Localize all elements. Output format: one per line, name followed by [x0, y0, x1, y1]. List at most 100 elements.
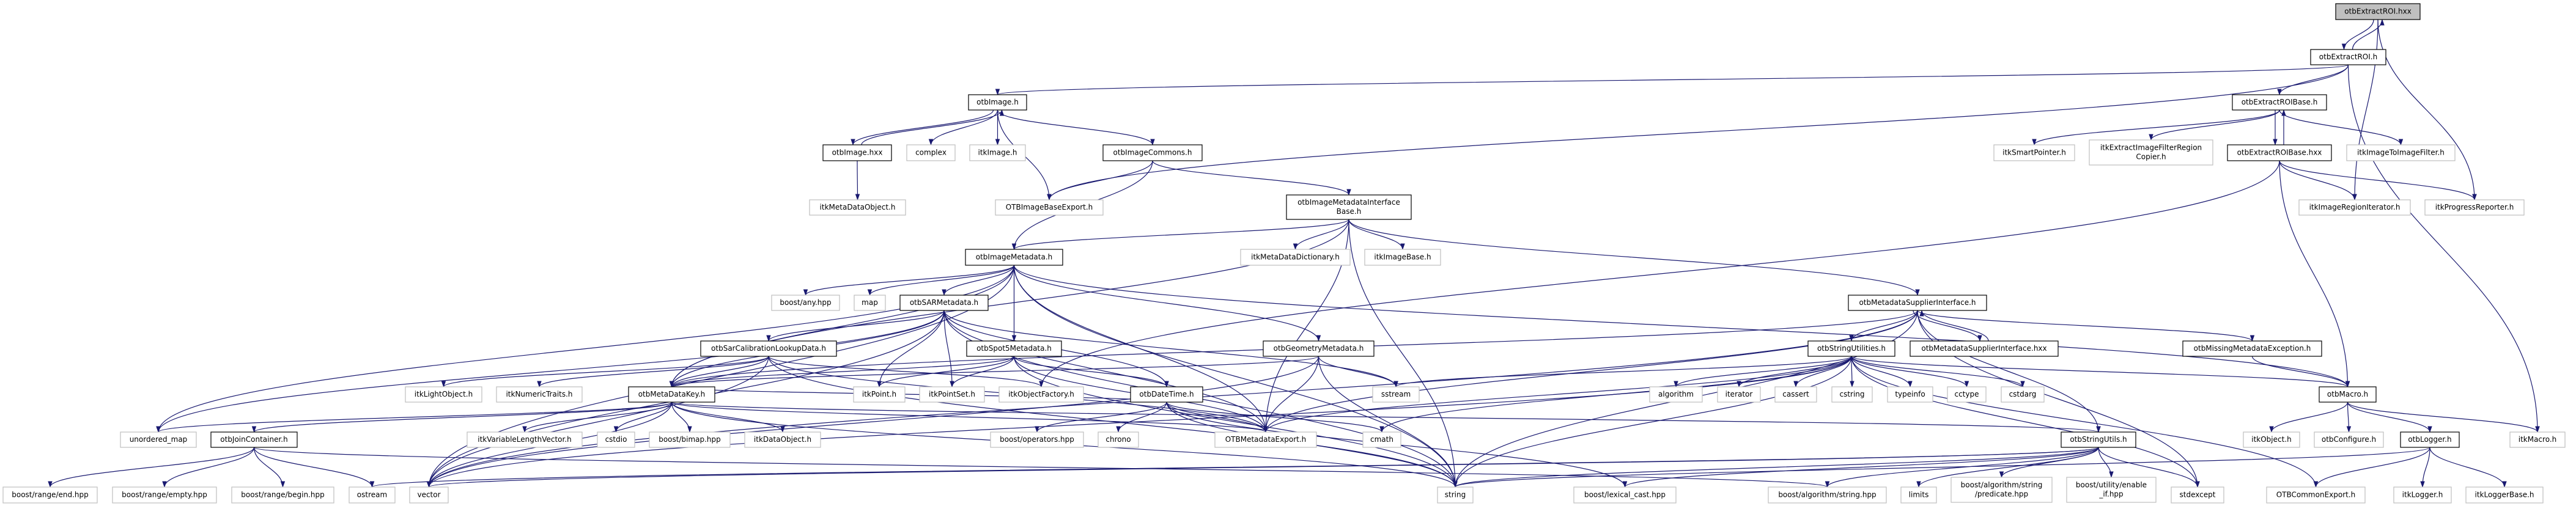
node-itkpoint: itkPoint.h — [853, 386, 906, 403]
node-label: itkExtractImageFilterRegion — [2100, 144, 2202, 152]
node-box — [1130, 386, 1203, 403]
node-box — [2310, 49, 2386, 65]
node-extractroibase_hxx[interactable]: otbExtractROIBase.hxx — [2227, 144, 2332, 161]
node-label: otbExtractROI.h — [2319, 53, 2377, 61]
node-spot5[interactable]: otbSpot5Metadata.h — [966, 340, 1062, 357]
edge-sarcalib-to-itknumerictraits — [537, 356, 769, 388]
node-extractroi_h[interactable]: otbExtractROI.h — [2310, 49, 2386, 65]
node-otbimage_h[interactable]: otbImage.h — [968, 94, 1027, 111]
node-label: _if.hpp — [2098, 490, 2123, 499]
edge-stringutilities-to-stdexcept — [1851, 356, 2200, 488]
node-box — [2335, 3, 2421, 20]
edge-otbmacro-to-itkmacro — [2347, 402, 2540, 433]
node-metadatakey[interactable]: otbMetaDataKey.h — [628, 386, 715, 403]
edge-spot5-to-datetime — [1013, 356, 1169, 388]
edge-stringutils-to-stdexcept — [2098, 447, 2200, 488]
edge-stringutilities-to-algorithm — [1674, 356, 1852, 388]
node-imagemetadata[interactable]: otbImageMetadata.h — [965, 249, 1063, 266]
edge-msi_hxx-to-msi_h — [1919, 309, 1989, 342]
edge-imibase-to-string — [1348, 219, 1458, 488]
node-box — [1910, 340, 2059, 357]
node-sstream: sstream — [1372, 386, 1420, 403]
node-joincontainer[interactable]: otbJoinContainer.h — [210, 431, 298, 448]
node-geometry[interactable]: otbGeometryMetadata.h — [1263, 340, 1375, 357]
node-msi_h[interactable]: otbMetadataSupplierInterface.h — [1848, 295, 1987, 311]
node-box — [969, 144, 1026, 161]
node-limits: limits — [1900, 486, 1937, 504]
edge-stringutilities-to-cstdarg — [1851, 356, 2025, 388]
edge-extractroi_hxx-to-extractroi_h — [2341, 19, 2374, 51]
edge-msi_h-to-otbmetadataexport — [1263, 310, 1918, 433]
node-label: boost/operators.hpp — [1000, 435, 1074, 444]
edge-extractroibase_h-to-itksmartpointer — [2032, 109, 2280, 146]
node-missingexc[interactable]: otbMissingMetadataException.h — [2182, 340, 2322, 357]
node-box — [2227, 144, 2332, 161]
node-otblogger[interactable]: otbLogger.h — [2400, 431, 2460, 448]
node-iterator: iterator — [1717, 386, 1761, 403]
node-box — [1364, 249, 1441, 266]
edge-otblogger-to-itkloggerbase — [2429, 447, 2507, 488]
edge-sarmetadata-to-unordered_map — [156, 310, 945, 433]
node-box — [1993, 144, 2075, 161]
edge-stringutilities-to-otbmacro — [1851, 356, 2350, 388]
node-msi_hxx[interactable]: otbMetadataSupplierInterface.hxx — [1910, 340, 2059, 357]
edge-sarcalib-to-metadatakey — [669, 356, 769, 388]
edge-extractroi_h-to-itkmacro — [2347, 64, 2540, 433]
node-box — [1768, 486, 1887, 504]
node-box — [1774, 386, 1817, 403]
node-box — [998, 386, 1084, 403]
node-label: cctype — [1954, 390, 1979, 398]
edge-imagecommons-to-imibase — [1152, 160, 1351, 196]
node-sarcalib[interactable]: otbSarCalibrationLookupData.h — [700, 340, 837, 357]
node-extractroi_hxx[interactable]: otbExtractROI.hxx — [2335, 3, 2421, 20]
edge-otbimage_hxx-to-itkmetadataobject — [855, 160, 860, 201]
node-box — [2393, 486, 2452, 504]
edge-extractroibase_hxx-to-itkimageregioniterator — [2279, 160, 2357, 201]
node-box — [1263, 340, 1375, 357]
edge-extractroi_h-to-extractroi_hxx — [2352, 18, 2385, 50]
node-label: cmath — [1370, 435, 1393, 444]
node-lexicalcast: boost/lexical_cast.hpp — [1573, 486, 1677, 504]
node-algorithm: algorithm — [1649, 386, 1703, 403]
node-label: itkProgressReporter.h — [2435, 203, 2514, 211]
node-label: itkLoggerBase.h — [2475, 491, 2534, 499]
edge-stringutilities-to-cctype — [1851, 356, 1969, 388]
node-label: boost/range/begin.hpp — [241, 491, 324, 499]
node-label: otbMetadataSupplierInterface.hxx — [1921, 344, 2046, 353]
node-label: otbLogger.h — [2408, 435, 2451, 444]
node-stringutils[interactable]: otbStringUtils.h — [2061, 431, 2136, 448]
edge-msi_h-to-stringutilities — [1849, 310, 1918, 342]
node-box — [628, 386, 715, 403]
node-box — [853, 386, 906, 403]
edge-sarmetadata-to-sarcalib — [766, 310, 945, 342]
node-otbmacro[interactable]: otbMacro.h — [2319, 386, 2377, 403]
node-label: boost/any.hpp — [780, 298, 831, 307]
node-itkmetadatadictionary: itkMetaDataDictionary.h — [1240, 249, 1351, 266]
edge-imagemetadata-to-string — [1013, 265, 1458, 488]
node-extractroibase_h[interactable]: otbExtractROIBase.h — [2232, 94, 2327, 111]
node-datetime[interactable]: otbDateTime.h — [1130, 386, 1203, 403]
node-predicate: boost/algorithm/string/predicate.hpp — [1950, 477, 2053, 503]
node-sarmetadata[interactable]: otbSARMetadata.h — [899, 295, 989, 311]
node-label: otbExtractROI.hxx — [2344, 7, 2412, 16]
node-label: itkMacro.h — [2519, 435, 2557, 444]
node-box — [1831, 386, 1873, 403]
edge-metadatakey-to-stringutils — [671, 402, 2100, 433]
edge-extractroi_h-to-otbimagebaseexport — [1047, 64, 2349, 201]
node-otbimage_hxx[interactable]: otbImage.hxx — [822, 144, 892, 161]
node-label: itkSmartPointer.h — [2002, 148, 2066, 157]
node-otbmetadataexport: OTBMetadataExport.h — [1214, 431, 1317, 448]
node-box — [2400, 431, 2460, 448]
node-itkmacro: itkMacro.h — [2509, 431, 2566, 448]
node-box — [990, 431, 1084, 448]
node-imagecommons[interactable]: otbImageCommons.h — [1102, 144, 1203, 161]
node-box — [1214, 431, 1317, 448]
edge-extractroibase_hxx-to-itkobjectfactory — [1039, 160, 2280, 388]
edge-imagecommons-to-otbimagebaseexport — [1047, 160, 1153, 201]
node-label: otbImageMetadata.h — [976, 253, 1053, 262]
node-boostoperators: boost/operators.hpp — [990, 431, 1084, 448]
edge-sarcalib-to-itkobjectfactory — [768, 356, 1044, 388]
node-stringutilities[interactable]: otbStringUtilities.h — [1807, 340, 1895, 357]
